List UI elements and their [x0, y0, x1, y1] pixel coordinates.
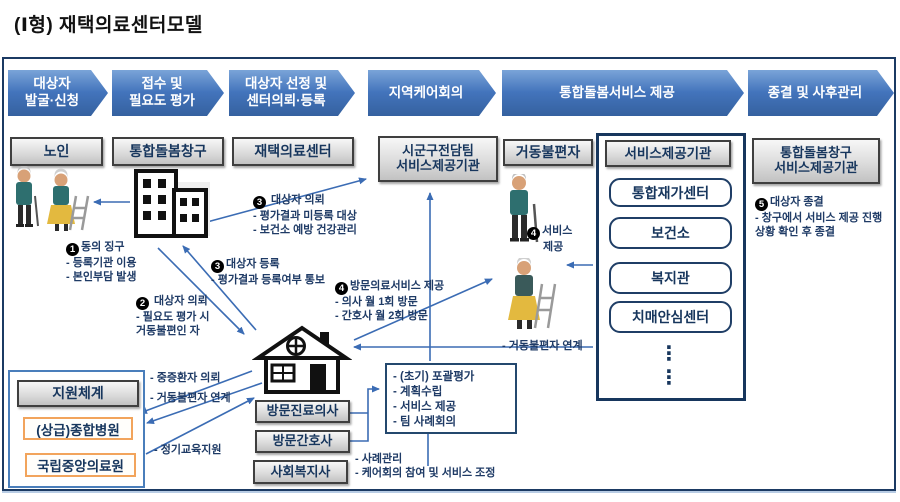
panel-header-service-org: 서비스제공기관	[605, 140, 731, 167]
team-social-worker: 사회복지사	[253, 460, 348, 484]
provider-welfare-center: 복지관	[609, 262, 732, 294]
box-home-center: 재택의료센터	[232, 137, 354, 166]
process-step-care-meeting: 지역케어회의	[368, 70, 496, 116]
team-visit-doctor: 방문진료의사	[255, 400, 350, 423]
team-tasks-box: - (초기) 포괄평가 - 계획수립 - 서비스 제공 - 팀 사례회의	[385, 363, 517, 434]
label-case-management: - 사례관리 - 케어회의 참여 및 서비스 조정	[355, 453, 496, 480]
box-sigungu-team: 시군구전담팀 서비스제공기관	[378, 136, 498, 182]
label-mobility-link-left: - 거동불편자 연계	[150, 392, 231, 404]
task-case-meeting: - 팀 사례회의	[393, 415, 457, 428]
box-window-service-org: 통합돌봄창구 서비스제공기관	[752, 138, 880, 184]
house-icon	[252, 325, 352, 394]
provider-home-care-center: 통합재가센터	[609, 178, 732, 207]
elderly-couple-icon	[16, 166, 90, 231]
box-care-window: 통합돌봄창구	[112, 137, 224, 166]
annotation-refer-need: 2 대상자 의뢰 - 필요도 평가 시 거동불편인 자	[136, 295, 210, 338]
annotation-refer-unregistered: 3 대상자 의뢰 - 평가결과 미등록 대상 - 보건소 예방 건강관리	[253, 194, 357, 237]
box-mobility-impaired: 거동불편자	[503, 139, 593, 166]
provider-ellipsis: ⋮ ⋮	[659, 343, 679, 389]
step-number-badge: 1	[66, 243, 79, 256]
provider-dementia-center: 치매안심센터	[609, 301, 732, 333]
task-planning: - 계획수립	[393, 385, 443, 398]
task-service-provision: - 서비스 제공	[393, 400, 457, 413]
label-edu-support: - 정기교육지원	[154, 444, 222, 456]
process-step-selection: 대상자 선정 및 센터의뢰·등록	[229, 70, 355, 116]
process-step-service: 통합돌봄서비스 제공	[502, 70, 744, 116]
step-number-badge: 4	[527, 227, 540, 240]
page-title: (Ⅰ형) 재택의료센터모델	[14, 15, 203, 36]
process-step-discovery: 대상자 발굴·신청	[8, 70, 108, 116]
step-number-badge: 3	[211, 260, 224, 273]
building-icon	[134, 169, 210, 238]
step-number-badge: 5	[755, 198, 768, 211]
elderly-woman-icon	[508, 258, 557, 329]
support-title: 지원체계	[17, 380, 139, 407]
task-initial-assessment: - (초기) 포괄평가	[393, 371, 475, 383]
box-senior: 노인	[10, 137, 103, 166]
process-step-closure: 종결 및 사후관리	[748, 70, 894, 116]
team-visit-nurse: 방문간호사	[255, 430, 350, 453]
step-number-badge: 4	[335, 282, 348, 295]
step-number-badge: 2	[136, 297, 149, 310]
hospital-general: (상급)종합병원	[23, 417, 133, 440]
hospital-national: 국립중앙의료원	[25, 453, 136, 477]
provider-health-center: 보건소	[609, 217, 732, 249]
process-step-intake: 접수 및 필요도 평가	[112, 70, 224, 116]
label-mobility-link-right: - 거동불편자 연계	[502, 340, 583, 352]
step-number-badge: 3	[253, 196, 266, 209]
label-severe-referral: - 중증환자 의뢰	[150, 372, 221, 384]
